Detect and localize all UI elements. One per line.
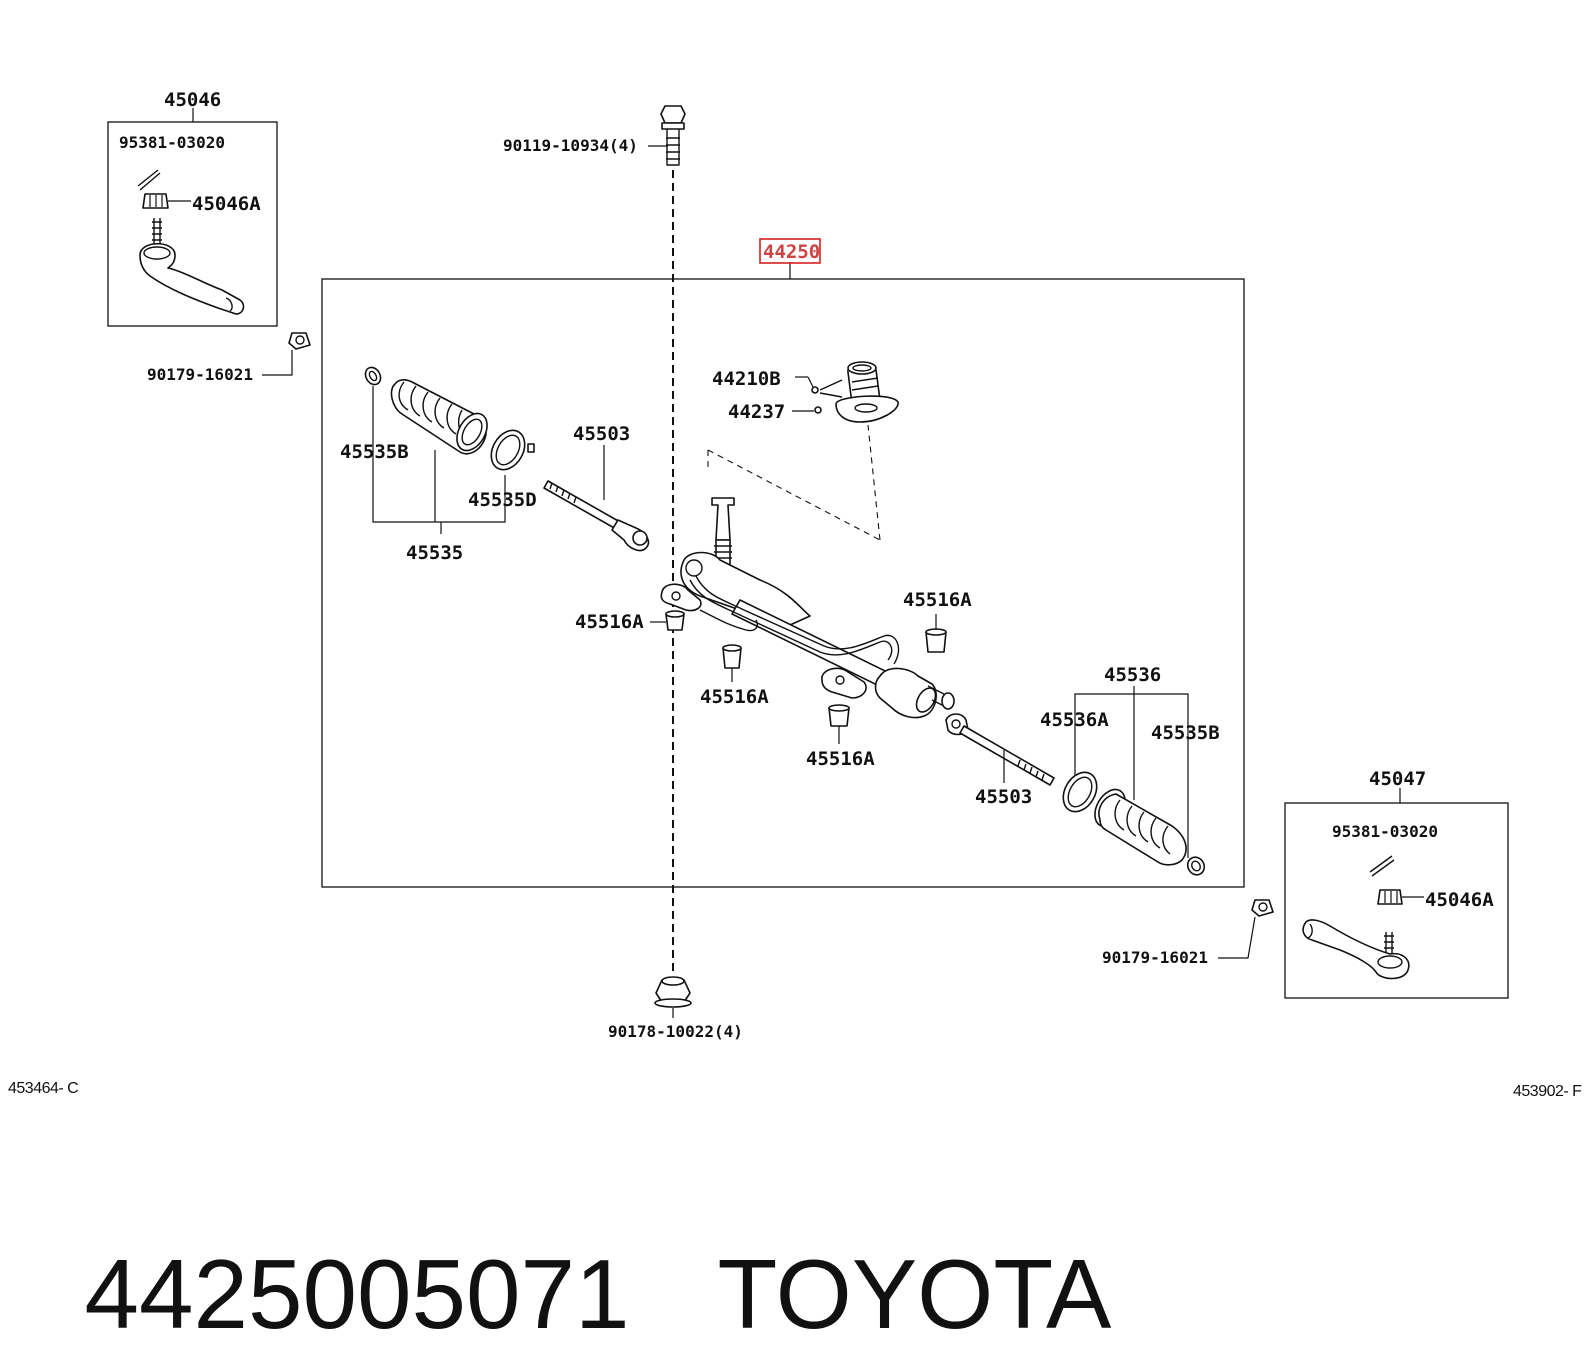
part-number: 4425005071 bbox=[84, 1239, 630, 1349]
label-grommet-lower: 45516A bbox=[806, 748, 875, 770]
caption: 4425005071 TOYOTA bbox=[30, 1138, 1111, 1346]
label-nut-cap-left: 90179-16021 bbox=[147, 365, 253, 384]
assembly-box bbox=[321, 278, 1245, 888]
label-boot-band-left: 45535D bbox=[468, 489, 537, 511]
rack-housing-icon bbox=[660, 424, 955, 719]
castle-nut-right-icon bbox=[1377, 889, 1403, 905]
label-bushing-mount-left: 44210B bbox=[712, 368, 781, 390]
ref-code-left: 453464- C bbox=[8, 1080, 78, 1097]
left-tie-rod-box bbox=[107, 121, 278, 327]
brand-name: TOYOTA bbox=[717, 1239, 1112, 1349]
label-nut-right: 45046A bbox=[1425, 889, 1494, 911]
flange-nut-bottom-icon bbox=[654, 976, 692, 1008]
label-grommet-upper-right: 45516A bbox=[903, 589, 972, 611]
cotter-pin-left-icon bbox=[137, 169, 161, 191]
tie-rod-end-left-icon bbox=[139, 218, 245, 315]
label-left-box: 45046 bbox=[164, 89, 221, 111]
label-boot-kit-right: 45536 bbox=[1104, 664, 1161, 686]
ref-code-right: 453902- F bbox=[1513, 1083, 1582, 1100]
label-nut-left: 45046A bbox=[192, 193, 261, 215]
label-boot-band-right: 45536A bbox=[1040, 709, 1109, 731]
label-grommet-center: 45516A bbox=[700, 686, 769, 708]
boot-left-icon bbox=[390, 379, 488, 455]
cotter-pin-right-icon bbox=[1369, 855, 1395, 877]
flange-bolt-icon bbox=[660, 105, 686, 166]
label-bushing-mount-seal: 44237 bbox=[728, 401, 785, 423]
label-right-box: 45047 bbox=[1369, 768, 1426, 790]
boot-right-icon bbox=[1094, 788, 1187, 866]
label-bolt-top: 90119-10934(4) bbox=[503, 136, 638, 155]
boot-band-left-icon bbox=[490, 429, 535, 471]
tie-rod-end-right-icon bbox=[1302, 919, 1410, 980]
parts-diagram: 44250 45046 95381-03020 45046A 90179-160… bbox=[8, 89, 1583, 1100]
highlight-box[interactable] bbox=[759, 238, 821, 264]
label-cotter-pin-right: 95381-03020 bbox=[1332, 822, 1438, 841]
nut-cap-right-icon bbox=[1251, 899, 1274, 917]
castle-nut-left-icon bbox=[142, 193, 169, 209]
nut-cap-left-icon bbox=[288, 332, 311, 350]
right-tie-rod-box bbox=[1284, 802, 1509, 999]
label-nut-cap-right: 90179-16021 bbox=[1102, 948, 1208, 967]
label-inner-rod-left: 45503 bbox=[573, 423, 630, 445]
label-inner-rod-right: 45503 bbox=[975, 786, 1032, 808]
pinion-housing-mount-icon bbox=[835, 361, 899, 423]
grommet-lower-icon bbox=[828, 704, 850, 727]
label-grommet-left: 45516A bbox=[575, 611, 644, 633]
label-boot-kit-left: 45535 bbox=[406, 542, 463, 564]
boot-clamp-right-icon bbox=[1186, 856, 1206, 876]
label-cotter-pin-left: 95381-03020 bbox=[119, 133, 225, 152]
inner-rod-right-icon bbox=[945, 713, 1055, 786]
inner-rod-left-icon bbox=[543, 480, 650, 552]
grommet-center-icon bbox=[722, 644, 742, 669]
boot-band-right-icon bbox=[1062, 771, 1098, 813]
highlight-label[interactable]: 44250 bbox=[763, 241, 820, 263]
label-nut-bottom: 90178-10022(4) bbox=[608, 1022, 743, 1041]
boot-clamp-left-icon bbox=[364, 366, 382, 386]
grommet-left-icon bbox=[665, 610, 685, 631]
label-boot-clamp-right: 45535B bbox=[1151, 722, 1220, 744]
label-boot-clamp-left: 45535B bbox=[340, 441, 409, 463]
grommet-upper-right-icon bbox=[925, 628, 947, 653]
